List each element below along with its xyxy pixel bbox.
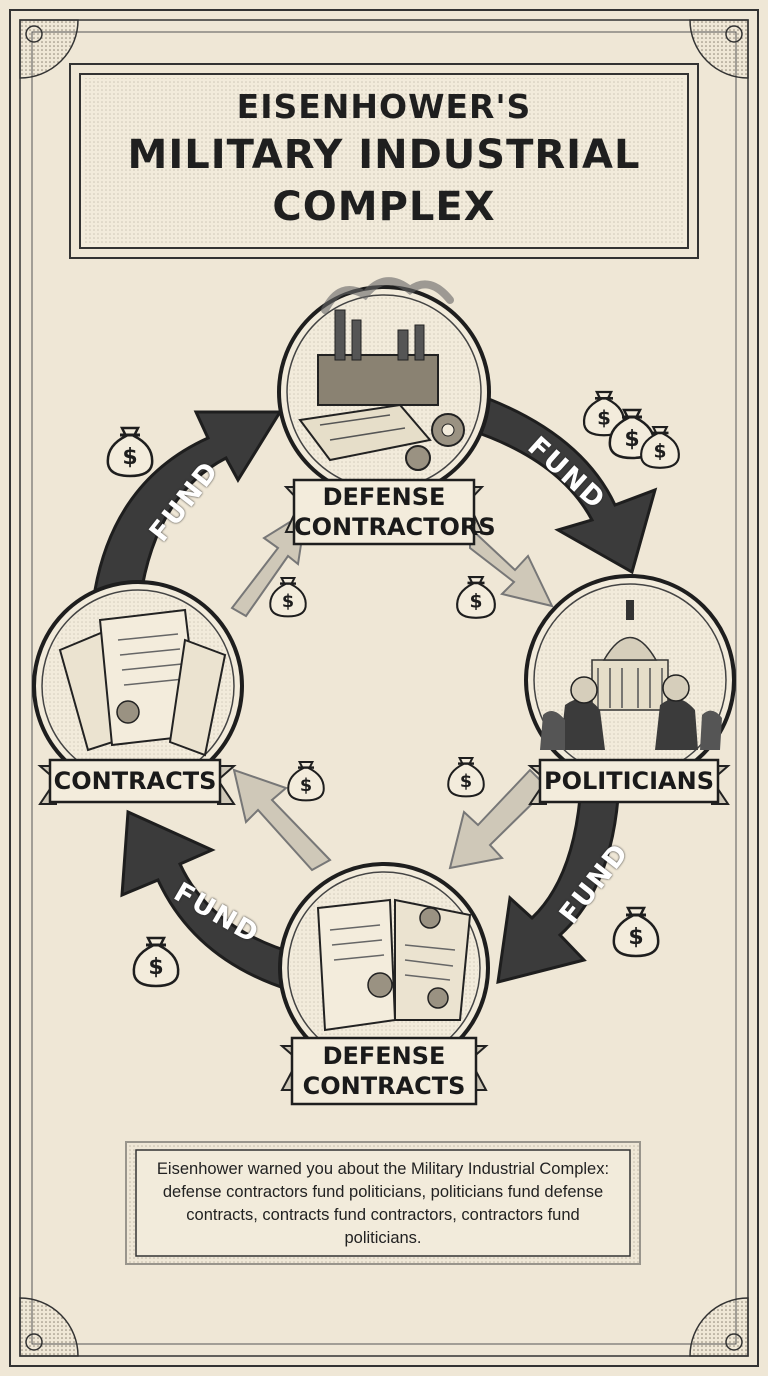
money-bag-icon: $ bbox=[640, 425, 680, 469]
title-line-2: MILITARY INDUSTRIAL bbox=[127, 132, 641, 178]
label-politicians: POLITICIANS bbox=[543, 767, 714, 795]
money-bag-icon: $ bbox=[612, 906, 660, 958]
fund-arrow-defense-contracts-to-contracts bbox=[120, 809, 302, 992]
money-symbol: $ bbox=[300, 776, 312, 796]
page-border bbox=[9, 9, 759, 1367]
money-bag-icon: $ bbox=[269, 576, 307, 618]
money-symbol: $ bbox=[122, 445, 137, 470]
money-symbol: $ bbox=[469, 592, 482, 613]
label-defense-contracts-line2: CONTRACTS bbox=[302, 1072, 466, 1100]
corner-ornament-top-left bbox=[19, 19, 79, 79]
money-symbol: $ bbox=[624, 427, 639, 452]
money-bag-icon: $ bbox=[106, 426, 154, 478]
title-line-1: EISENHOWER'S bbox=[236, 87, 532, 126]
banner-politicians bbox=[527, 758, 731, 805]
corner-ornament-bottom-left bbox=[19, 1297, 79, 1357]
banner-contracts bbox=[37, 758, 237, 805]
label-defense-contractors-line2: CONTRACTORS bbox=[294, 513, 496, 541]
money-bag-group: $ $ $ $ $ $ $ $ $ $ bbox=[106, 390, 680, 988]
node-defense-contracts-illustration bbox=[278, 862, 490, 1074]
label-defense-contractors: DEFENSE CONTRACTORS bbox=[294, 482, 496, 542]
node-defense-contractors-illustration bbox=[277, 277, 491, 499]
node-politicians-illustration bbox=[524, 574, 736, 786]
corner-ornament-bottom-right bbox=[689, 1297, 749, 1357]
label-defense-contracts-line1: DEFENSE bbox=[322, 1042, 446, 1070]
money-symbol: $ bbox=[597, 406, 611, 429]
money-bag-icon: $ bbox=[582, 390, 626, 437]
money-symbol: $ bbox=[282, 592, 294, 612]
money-symbol: $ bbox=[148, 955, 163, 980]
money-symbol: $ bbox=[460, 772, 472, 792]
flow-arrow-defense-contracts-to-contracts-inner bbox=[232, 768, 332, 872]
flow-arrow-contractors-to-politicians-inner bbox=[469, 525, 554, 608]
label-defense-contracts: DEFENSE CONTRACTS bbox=[292, 1041, 476, 1101]
corner-ornament-top-right bbox=[689, 19, 749, 79]
money-bag-icon: $ bbox=[456, 575, 496, 619]
label-defense-contractors-line1: DEFENSE bbox=[322, 483, 446, 511]
title-line-3: COMPLEX bbox=[272, 184, 496, 230]
label-contracts: CONTRACTS bbox=[53, 767, 217, 795]
banner-defense-contractors bbox=[283, 478, 485, 546]
banner-defense-contracts bbox=[279, 1036, 489, 1106]
money-bag-icon: $ bbox=[287, 760, 325, 802]
money-symbol: $ bbox=[628, 925, 643, 950]
caption-box bbox=[125, 1141, 641, 1265]
money-bag-icon: $ bbox=[447, 756, 485, 798]
fund-arrow-contractors-to-politicians bbox=[468, 389, 658, 575]
node-contracts-illustration bbox=[32, 580, 244, 792]
fund-arrow-politicians-to-defense-contracts bbox=[496, 796, 620, 985]
caption-text: Eisenhower warned you about the Military… bbox=[156, 1160, 610, 1247]
money-symbol: $ bbox=[653, 442, 666, 463]
title-box bbox=[69, 63, 699, 259]
money-bag-icon: $ bbox=[132, 936, 180, 988]
